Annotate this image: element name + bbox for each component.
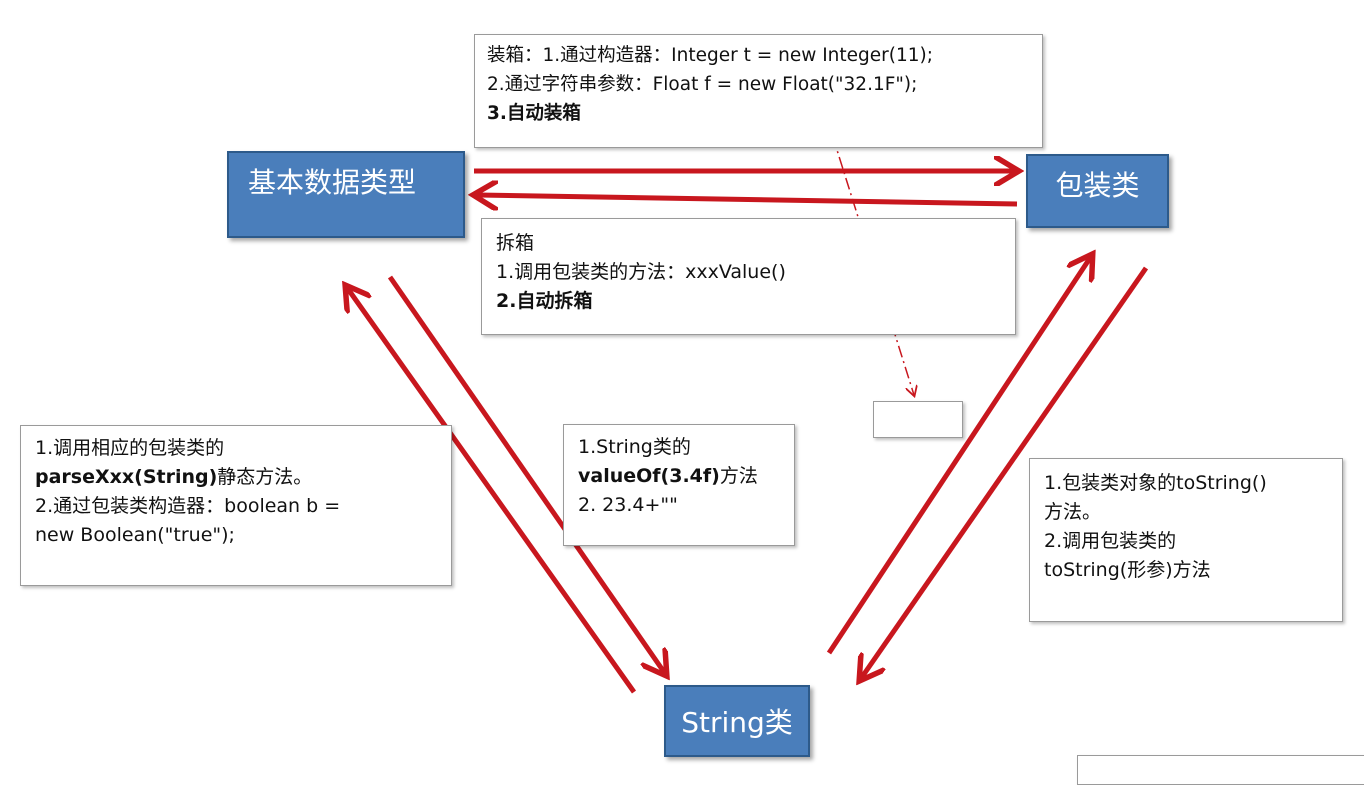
tostring-line-1: 1.包装类对象的toString() [1044, 472, 1267, 494]
unboxing-line-2: 1.调用包装类的方法：xxxValue() [496, 261, 786, 283]
wrapper-class-box: 包装类 [1026, 154, 1169, 228]
tostring-line-2: 方法。 [1044, 501, 1102, 523]
valueof-line-1: 1.String类的 [578, 436, 691, 458]
string-class-box: String类 [664, 685, 810, 757]
tostring-line-4: toString(形参)方法 [1044, 559, 1211, 581]
boxing-note: 装箱：1.通过构造器：Integer t = new Integer(11); … [474, 34, 1043, 148]
string-to-primitive-arrow [348, 289, 637, 694]
parse-note: 1.调用相应的包装类的 parseXxx(String)静态方法。 2.通过包装… [20, 425, 452, 586]
parse-line-4: new Boolean("true"); [35, 524, 235, 546]
tostring-note: 1.包装类对象的toString() 方法。 2.调用包装类的 toString… [1029, 458, 1343, 622]
empty-corner-box [1077, 755, 1364, 785]
unboxing-arrow [478, 195, 1018, 204]
primitive-to-string-arrow [387, 275, 664, 672]
string-to-wrapper-arrow [826, 258, 1090, 655]
valueof-line-2: valueOf(3.4f)方法 [578, 462, 780, 491]
unboxing-line-3: 2.自动拆箱 [496, 290, 593, 312]
valueof-note: 1.String类的 valueOf(3.4f)方法 2. 23.4+"" [563, 424, 795, 546]
parse-line-3: 2.通过包装类构造器：boolean b = [35, 495, 341, 517]
parse-method-name: parseXxx(String) [35, 466, 218, 488]
unboxing-line-1: 拆箱 [496, 232, 535, 254]
dashdot-arrow [825, 114, 914, 395]
tostring-line-3: 2.调用包装类的 [1044, 530, 1177, 552]
empty-target-box [873, 401, 963, 438]
valueof-method-desc: 方法 [719, 465, 758, 487]
wrapper-class-label: 包装类 [1055, 169, 1140, 202]
arrows-layer [0, 100, 1149, 694]
boxing-line-3: 3.自动装箱 [487, 103, 581, 124]
unboxing-note: 拆箱 1.调用包装类的方法：xxxValue() 2.自动拆箱 [481, 218, 1016, 335]
wrapper-to-string-arrow [862, 266, 1149, 677]
primitive-type-box: 基本数据类型 [227, 151, 465, 238]
parse-line-2: parseXxx(String)静态方法。 [35, 463, 437, 492]
parse-method-desc: 静态方法。 [217, 466, 313, 488]
boxing-line-2: 2.通过字符串参数：Float f = new Float("32.1F"); [487, 74, 918, 95]
valueof-line-3: 2. 23.4+"" [578, 494, 678, 516]
boxing-line-1: 装箱：1.通过构造器：Integer t = new Integer(11); [487, 45, 933, 66]
parse-line-1: 1.调用相应的包装类的 [35, 437, 225, 459]
string-class-label: String类 [681, 706, 793, 739]
primitive-type-label: 基本数据类型 [248, 166, 417, 199]
valueof-method-name: valueOf(3.4f) [578, 465, 720, 487]
